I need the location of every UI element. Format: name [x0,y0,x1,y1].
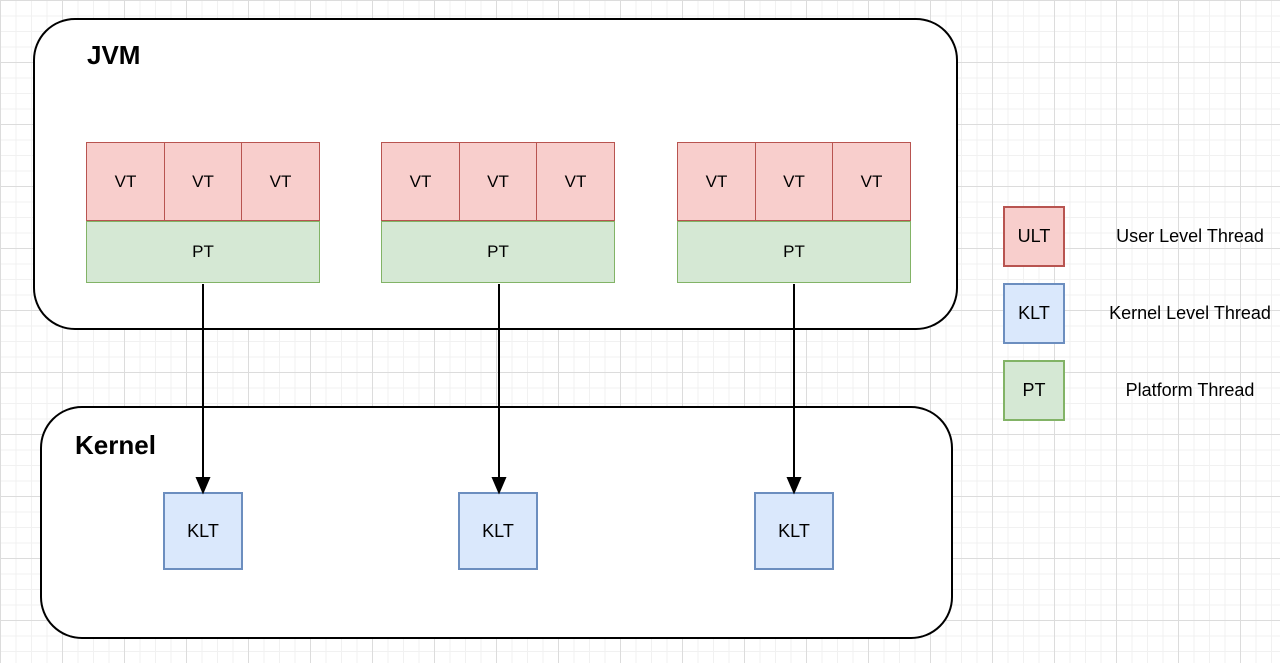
legend-swatch-ult: ULT [1003,206,1065,267]
thread-group: VT VT VT PT [86,142,320,283]
legend-label-user-level-thread: User Level Thread [1116,226,1264,246]
thread-group: VT VT VT PT [381,142,615,283]
vt-box: VT [754,142,834,221]
vt-box: VT [241,142,320,221]
pt-box: PT [86,221,320,283]
vt-box: VT [677,142,756,221]
vt-box: VT [86,142,165,221]
vt-box: VT [381,142,460,221]
legend-label-platform-thread: Platform Thread [1125,380,1255,400]
klt-box: KLT [163,492,243,570]
vt-box: VT [832,142,911,221]
pt-box: PT [677,221,911,283]
thread-group: VT VT VT PT [677,142,911,283]
vt-row: VT VT VT [86,142,320,221]
pt-box: PT [381,221,615,283]
vt-row: VT VT VT [381,142,615,221]
vt-row: VT VT VT [677,142,911,221]
jvm-title: JVM [87,40,141,70]
legend-swatch-klt: KLT [1003,283,1065,344]
legend-swatch-pt: PT [1003,360,1065,421]
legend-label-kernel-level-thread: Kernel Level Thread [1109,303,1271,323]
klt-box: KLT [458,492,538,570]
klt-box: KLT [754,492,834,570]
vt-box: VT [458,142,538,221]
vt-box: VT [163,142,243,221]
vt-box: VT [536,142,615,221]
kernel-title: Kernel [75,430,156,460]
